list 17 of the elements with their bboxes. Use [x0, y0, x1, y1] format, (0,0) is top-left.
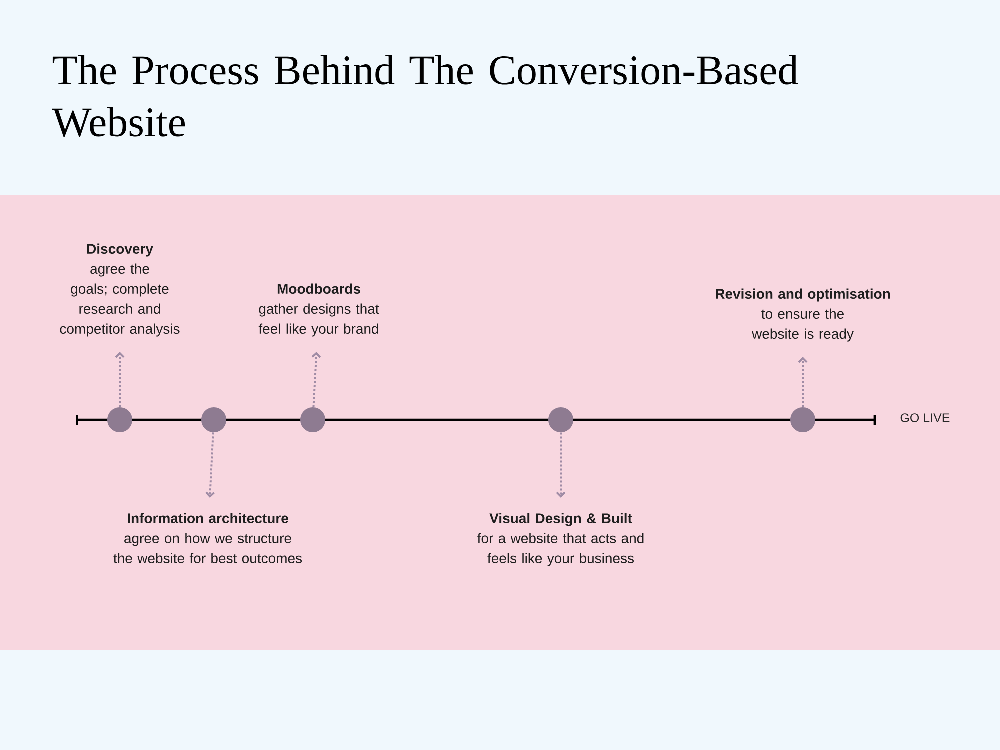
step-text: Revision and optimisation to ensure the website is ready: [716, 288, 890, 342]
milestone-dot: [108, 408, 132, 432]
step-text: Discovery agree the goals; complete research and competitor analysis: [60, 244, 180, 337]
milestone-dot: [202, 408, 226, 432]
step-text: Visual Design & Built for a website that acts and feels like your business: [478, 513, 644, 566]
arrow: [798, 357, 808, 408]
end-label: GO LIVE: [900, 414, 950, 422]
title: The Process Behind The Conversion-Based Website: [52, 55, 798, 137]
arrow: [556, 432, 566, 498]
step-text: Information architecture agree on how we structure the website for best outcomes: [114, 513, 302, 564]
arrow: [206, 432, 215, 498]
milestone-dot: [548, 408, 574, 432]
arrow: [115, 352, 125, 408]
milestone-dot: [300, 408, 326, 432]
step-text: Moodboards gather designs that feel like your brand: [258, 284, 380, 337]
milestone-dot: [790, 408, 816, 432]
arrow: [312, 352, 322, 408]
